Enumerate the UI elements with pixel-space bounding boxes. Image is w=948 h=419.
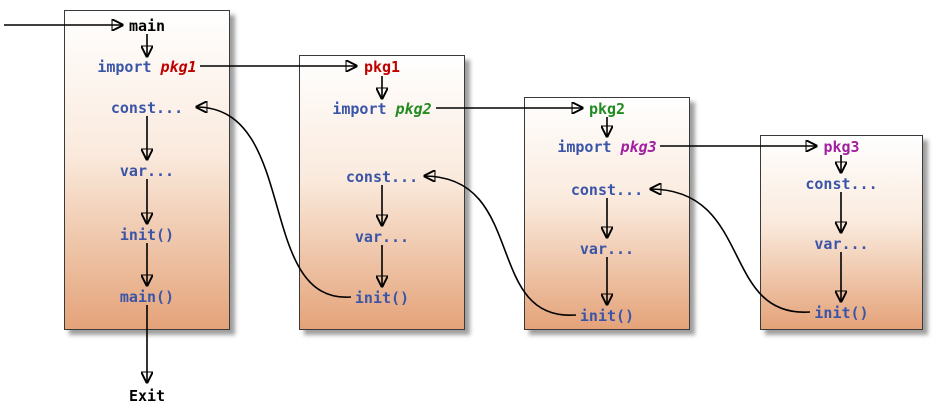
box-pkg3-item-init: init() xyxy=(814,304,869,322)
import-keyword: import xyxy=(97,58,152,76)
box-main-title: main xyxy=(65,17,229,35)
box-pkg2-title: pkg2 xyxy=(525,100,689,118)
box-pkg3-title-text: pkg3 xyxy=(823,138,860,156)
import-pkg-name: pkg1 xyxy=(160,58,197,76)
box-pkg1-title-text: pkg1 xyxy=(363,58,401,76)
box-pkg1-import-line: import pkg2 xyxy=(300,100,464,118)
box-main-item-mainfn: main() xyxy=(119,288,175,306)
box-main-import-line: import pkg1 xyxy=(65,58,229,76)
import-pkg-name: pkg2 xyxy=(395,100,432,118)
box-main-item-var: var... xyxy=(119,162,175,180)
box-main-item-init: init() xyxy=(119,226,175,244)
import-keyword: import xyxy=(557,138,612,156)
box-pkg2-item-var: var... xyxy=(579,240,635,258)
box-main-title-text: main xyxy=(128,17,166,35)
box-pkg3-item-const: const... xyxy=(805,175,878,193)
import-pkg-name: pkg3 xyxy=(620,138,657,156)
exit-label: Exit xyxy=(128,387,166,405)
box-pkg3-item-var: var... xyxy=(814,235,869,253)
box-main-item-const: const... xyxy=(110,99,184,117)
import-keyword: import xyxy=(332,100,387,118)
box-pkg2-title-text: pkg2 xyxy=(588,100,626,118)
box-pkg1-item-var: var... xyxy=(354,228,410,246)
box-main: main import pkg1 const... var... init() m… xyxy=(64,10,230,330)
box-pkg2-import-line: import pkg3 xyxy=(525,138,689,156)
box-pkg2: pkg2 import pkg3 const... var... init() xyxy=(524,97,690,330)
box-pkg1: pkg1 import pkg2 const... var... init() xyxy=(299,55,465,330)
box-pkg3-title: pkg3 xyxy=(761,138,922,156)
box-pkg2-item-const: const... xyxy=(570,181,644,199)
box-pkg3: pkg3 const... var... init() xyxy=(760,135,923,330)
box-pkg1-item-init: init() xyxy=(354,289,410,307)
box-pkg2-item-init: init() xyxy=(579,307,635,325)
box-pkg1-item-const: const... xyxy=(345,168,419,186)
box-pkg1-title: pkg1 xyxy=(300,58,464,76)
